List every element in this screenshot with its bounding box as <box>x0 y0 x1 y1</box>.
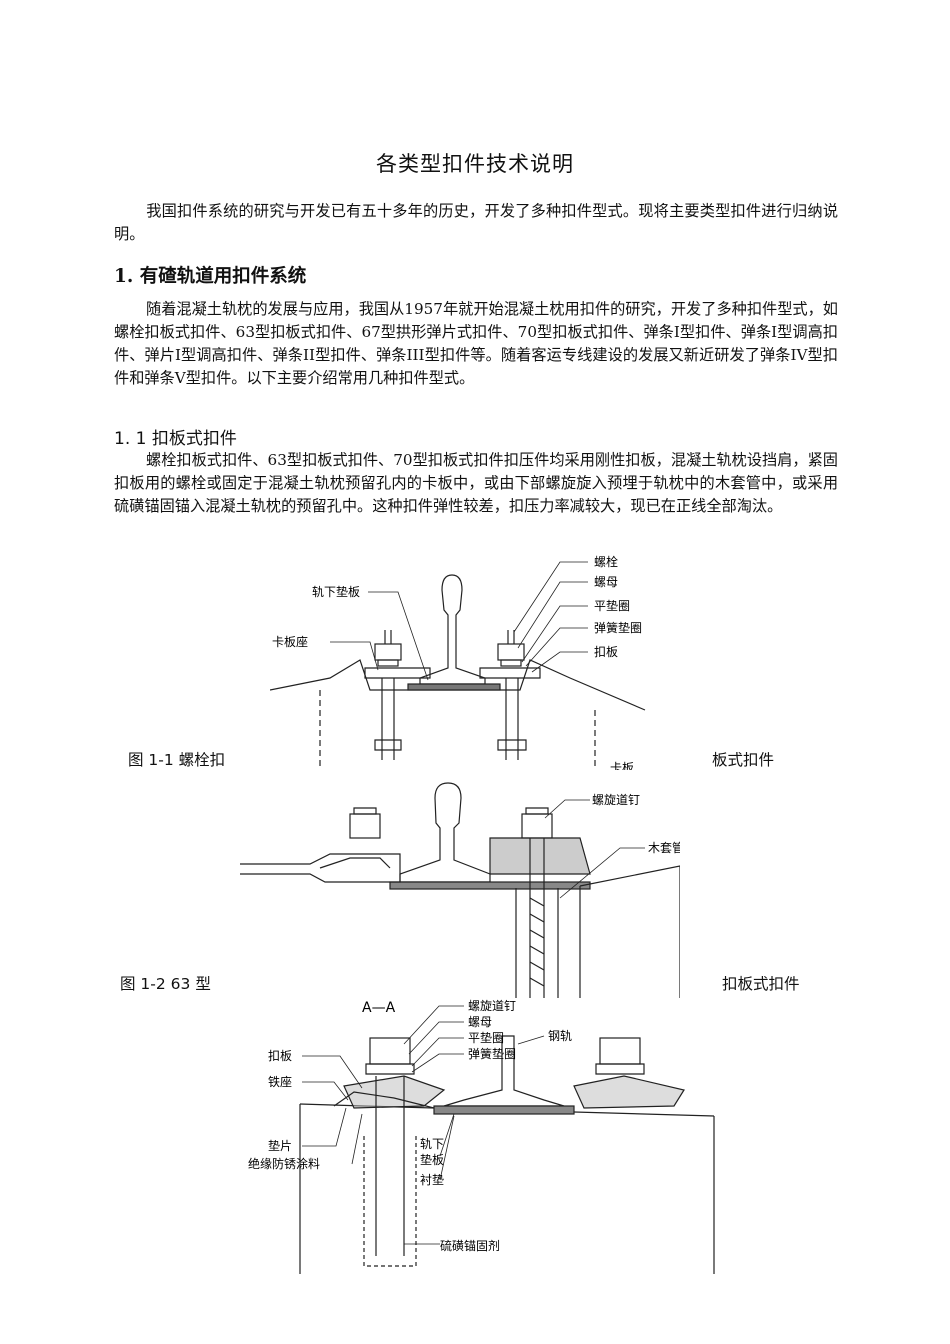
fig3-label-iron-seat: 铁座 <box>268 1074 292 1089</box>
section-1-number: 1. <box>114 266 134 287</box>
fig3-label-coating: 绝缘防锈涂料 <box>248 1156 320 1171</box>
figure-1-caption-left: 图 1-1 螺栓扣 <box>128 751 226 769</box>
fig1-label-flat-washer: 平垫圈 <box>594 598 630 613</box>
fig3-label-rail-pad-1: 轨下 <box>420 1137 444 1151</box>
section-1-1-text: 螺栓扣板式扣件、63型扣板式扣件、70型扣板式扣件扣压件均采用刚性扣板，混凝土轨… <box>114 451 838 515</box>
fig3-label-nut: 螺母 <box>468 1015 492 1029</box>
fig3-label-clip-plate: 扣板 <box>268 1049 292 1063</box>
section-1-heading: 1. 有碴轨道用扣件系统 <box>114 262 306 288</box>
fig1-label-clip-seat: 卡板座 <box>272 634 308 649</box>
section-1-title: 有碴轨道用扣件系统 <box>139 266 307 287</box>
figure-1-caption-right: 板式扣件 <box>712 751 775 769</box>
fig3-label-spring-washer: 弹簧垫圈 <box>468 1046 516 1061</box>
fig1-label-bolt: 螺栓 <box>594 554 618 569</box>
fig1-label-spring-washer: 弹簧垫圈 <box>594 620 642 635</box>
section-1-1-heading: 1. 1 扣板式扣件 <box>114 429 237 449</box>
fig1-label-rail-pad: 轨下垫板 <box>312 584 360 599</box>
fig2-label-wood-sleeve: 木套管 <box>648 840 680 855</box>
figure-2-type-63-clip-fastener: 螺旋道钉 木套管 <box>240 782 680 998</box>
fig3-label-sulfur-anchor: 硫磺锚固剂 <box>440 1238 500 1253</box>
figure-2-caption-right: 扣板式扣件 <box>722 975 800 993</box>
fig3-label-shim: 垫片 <box>268 1138 292 1153</box>
fig3-label-liner: 衬垫 <box>420 1172 444 1187</box>
page-title: 各类型扣件技术说明 <box>376 152 574 176</box>
intro-paragraph: 我国扣件系统的研究与开发已有五十多年的历史，开发了多种扣件型式。现将主要类型扣件… <box>114 200 838 246</box>
section-1-1-paragraph: 螺栓扣板式扣件、63型扣板式扣件、70型扣板式扣件扣压件均采用刚性扣板，混凝土轨… <box>114 449 838 518</box>
fig3-label-screw-spike: 螺旋道钉 <box>468 999 516 1013</box>
fig3-label-rail-pad-2: 垫板 <box>420 1152 444 1167</box>
intro-text: 我国扣件系统的研究与开发已有五十多年的历史，开发了多种扣件型式。现将主要类型扣件… <box>114 202 838 243</box>
section-1-paragraph: 随着混凝土轨枕的发展与应用，我国从1957年就开始混凝土枕用扣件的研究，开发了多… <box>114 298 838 390</box>
figure-1-bolt-clip-fastener: 轨下垫板 卡板座 螺栓 螺母 平垫圈 弹簧垫圈 扣板 卡板 <box>270 554 646 770</box>
section-1-text: 随着混凝土轨枕的发展与应用，我国从1957年就开始混凝土枕用扣件的研究，开发了多… <box>114 300 838 387</box>
fig1-label-clip-board: 卡板 <box>610 761 634 770</box>
figure-2-caption-left: 图 1-2 63 型 <box>120 975 211 993</box>
fig3-label-rail: 钢轨 <box>548 1029 572 1043</box>
fig3-label-flat-washer: 平垫圈 <box>468 1030 504 1045</box>
fig1-label-clip-plate: 扣板 <box>594 645 618 659</box>
fig1-label-nut: 螺母 <box>594 575 618 589</box>
figure-3-type-70-clip-fastener-section: A—A 螺旋道钉 螺母 平垫圈 弹簧垫圈 钢轨 扣板 铁座 垫片 绝缘防锈涂料 … <box>248 999 715 1274</box>
fig2-label-screw-spike: 螺旋道钉 <box>592 793 640 807</box>
fig3-label-section: A—A <box>362 1000 396 1016</box>
